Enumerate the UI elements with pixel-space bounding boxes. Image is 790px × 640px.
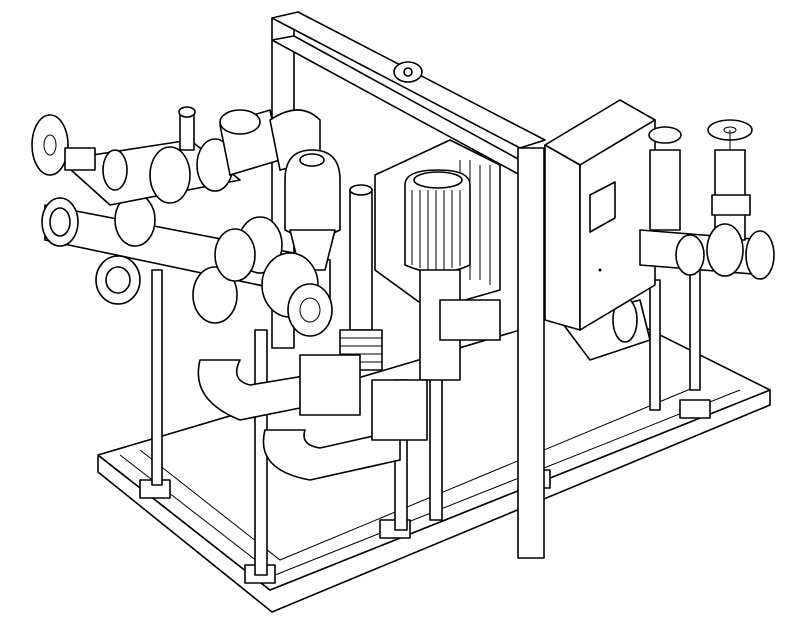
right-valve-assembly (640, 120, 774, 279)
vertical-pipe (300, 185, 382, 415)
support-posts (152, 260, 700, 575)
pump-motor (372, 140, 500, 440)
pump-casing (215, 229, 332, 336)
control-cabinet (545, 100, 655, 330)
handwheel-icon[interactable] (32, 115, 68, 175)
lifting-frame (272, 12, 545, 558)
left-valve-assembly (32, 107, 320, 205)
cabinet-display (590, 182, 615, 232)
handwheel-icon[interactable] (649, 127, 681, 143)
